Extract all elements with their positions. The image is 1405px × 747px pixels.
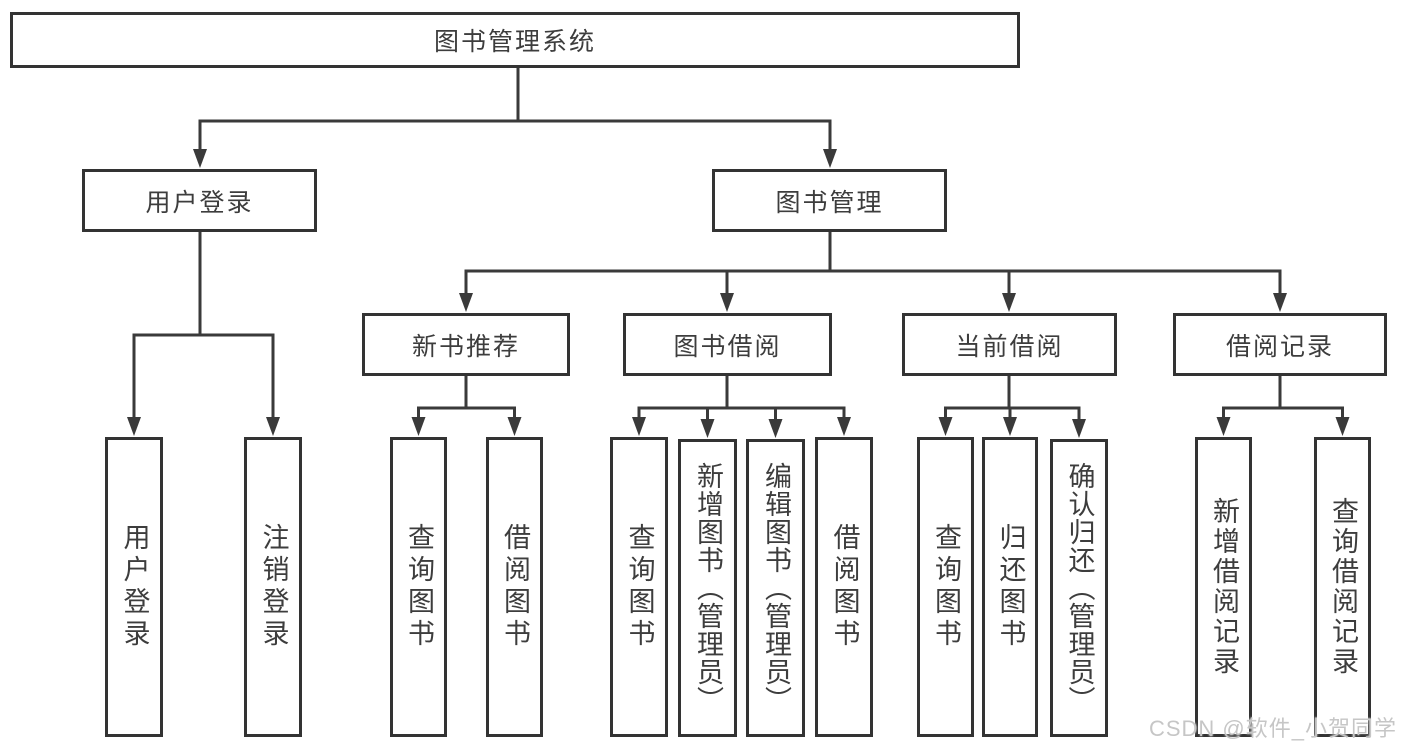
csdn-watermark: CSDN @软件_小贺同学 xyxy=(1148,716,1397,741)
leaf-recommend-borrow-book: 借阅图书 xyxy=(486,437,543,737)
leaf-recommend-query-book: 查询图书 xyxy=(390,437,447,737)
node-book-management-branch: 图书管理 xyxy=(712,169,947,232)
node-new-book-recommend: 新书推荐 xyxy=(362,313,570,376)
node-root-system: 图书管理系统 xyxy=(10,12,1020,68)
leaf-current-confirm-return-admin: 确认归还（管理员） xyxy=(1050,439,1108,737)
leaf-current-query-book: 查询图书 xyxy=(917,437,974,737)
node-current-borrow: 当前借阅 xyxy=(902,313,1117,376)
leaf-current-return-book: 归还图书 xyxy=(982,437,1038,737)
leaf-user-login: 用户登录 xyxy=(105,437,163,737)
leaf-borrow-query-book: 查询图书 xyxy=(610,437,668,737)
node-borrow-record: 借阅记录 xyxy=(1173,313,1387,376)
leaf-borrow-add-book-admin: 新增图书（管理员） xyxy=(678,439,737,737)
leaf-record-add: 新增借阅记录 xyxy=(1195,437,1252,737)
arrowheads xyxy=(127,149,1350,438)
leaf-logout: 注销登录 xyxy=(244,437,302,737)
leaf-record-query: 查询借阅记录 xyxy=(1314,437,1371,737)
leaf-borrow-edit-book-admin: 编辑图书（管理员） xyxy=(746,439,805,737)
node-user-login-branch: 用户登录 xyxy=(82,169,317,232)
leaf-borrow-borrow-book: 借阅图书 xyxy=(815,437,873,737)
node-book-borrow: 图书借阅 xyxy=(623,313,832,376)
